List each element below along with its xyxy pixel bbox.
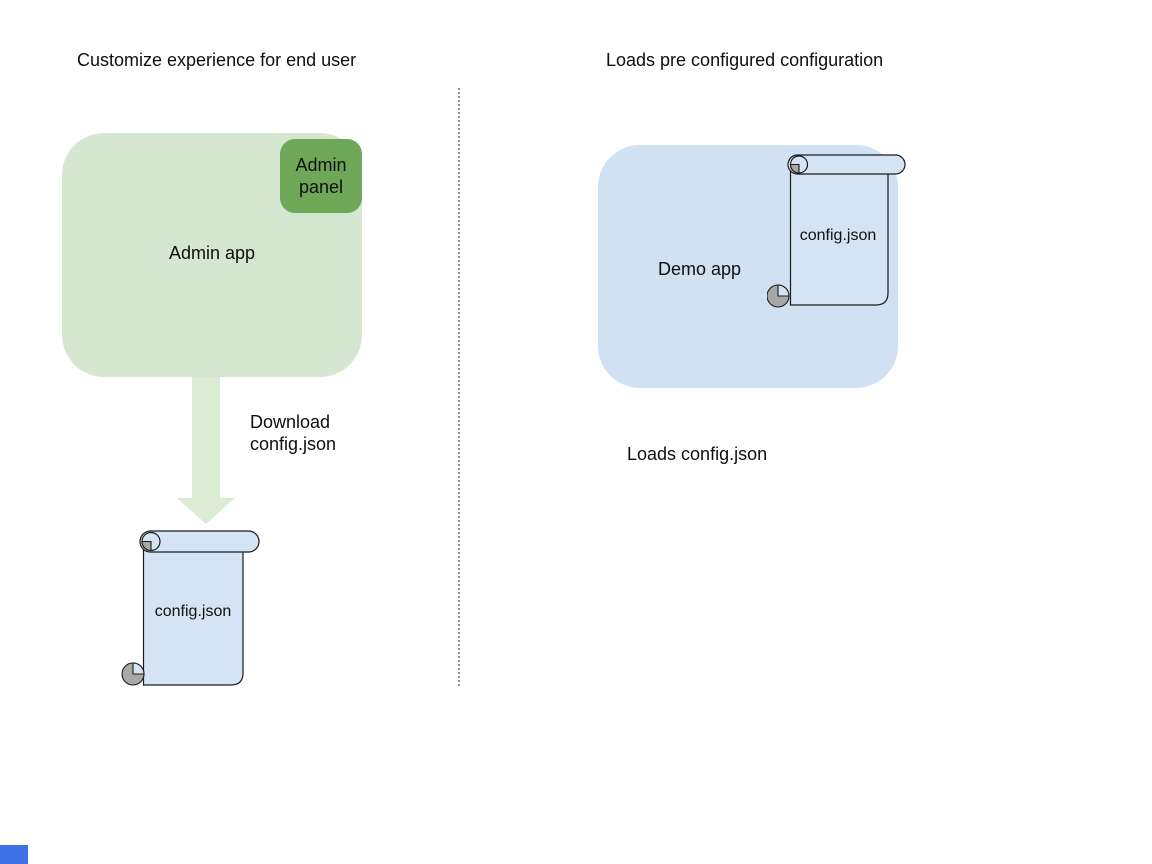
demo-app-label: Demo app bbox=[658, 259, 742, 279]
admin-panel-label: Admin panel bbox=[295, 155, 347, 197]
download-arrow-label: Download config.json bbox=[250, 412, 337, 454]
loads-config-caption: Loads config.json bbox=[627, 444, 768, 464]
admin-panel-box: Admin panel bbox=[280, 139, 362, 213]
demo-config-scroll-label: config.json bbox=[799, 227, 877, 244]
corner-accent-square bbox=[0, 845, 28, 864]
left-column-title: Customize experience for end user bbox=[77, 50, 357, 70]
demo-config-scroll-icon bbox=[767, 154, 906, 308]
config-scroll-icon bbox=[121, 530, 260, 686]
column-divider bbox=[458, 88, 460, 686]
right-column-title: Loads pre configured configuration bbox=[606, 50, 884, 70]
download-arrow-icon bbox=[177, 377, 235, 524]
config-scroll-label: config.json bbox=[154, 603, 232, 620]
admin-app-label: Admin app bbox=[168, 242, 256, 263]
